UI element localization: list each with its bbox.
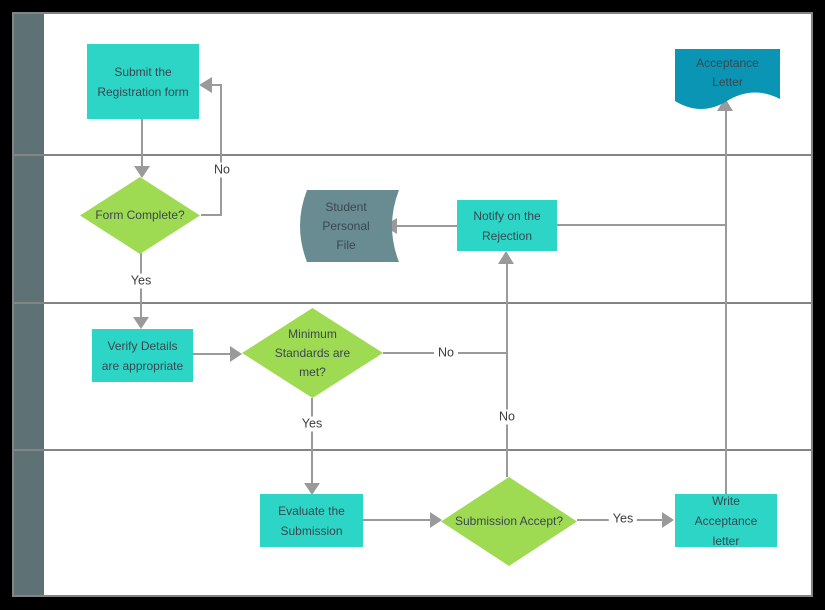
edge-label-yes: Yes [608,511,638,527]
document-shape [675,49,780,109]
node-label: Evaluate the Submission [278,503,345,538]
edge-label-yes: Yes [126,273,156,289]
edge-label-yes: Yes [297,416,327,432]
lane-divider [14,154,811,156]
connector-submit-to-formcomplete [141,119,143,167]
node-minimum-standards-decision[interactable]: Minimum Standards are met? [242,308,383,398]
node-acceptance-letter[interactable]: Acceptance Letter [675,49,780,115]
arrowhead-right [430,512,442,528]
connector-no-to-notify [506,264,508,477]
node-label: Student Personal File [322,199,370,252]
swimlane-header-bar [14,14,44,595]
edge-label-no: No [495,409,519,425]
node-label: Submit the Registration form [97,64,189,99]
connector-write-to-acceptance [725,111,727,495]
node-label: Verify Details are appropriate [101,338,184,373]
node-verify-details[interactable]: Verify Details are appropriate [92,329,193,382]
connector-notify-right-stub [557,224,727,226]
node-label: Acceptance Letter [696,56,759,89]
node-notify-rejection[interactable]: Notify on the Rejection [457,200,557,251]
node-label: Submission Accept? [454,514,564,528]
lane-divider [14,449,811,451]
node-submission-accept-decision[interactable]: Submission Accept? [441,477,577,566]
node-label: Notify on the Rejection [473,208,541,243]
connector-minstandards-yes [311,398,313,484]
connector-evaluate-to-submission [363,519,431,521]
node-student-personal-file[interactable]: Student Personal File [293,190,399,262]
stored-data-shape [300,190,399,262]
arrowhead-right [230,346,242,362]
edge-label-no: No [210,162,234,178]
arrowhead-down [134,166,150,178]
connector-formcomplete-no [201,214,222,216]
arrowhead-up [498,251,514,264]
node-label: Write Acceptance letter [694,493,758,548]
node-evaluate-submission[interactable]: Evaluate the Submission [260,494,363,547]
node-label: Form Complete? [95,208,185,222]
connector-formcomplete-no [220,84,222,216]
edge-label-no: No [434,345,458,361]
node-form-complete-decision[interactable]: Form Complete? [80,177,200,254]
connector-notify-to-studentfile [397,225,457,227]
connector-verify-to-minstandards [193,353,231,355]
arrowhead-down [304,483,320,495]
arrowhead-left [199,77,212,93]
node-write-acceptance-letter[interactable]: Write Acceptance letter [675,494,777,548]
lane-divider [14,302,811,304]
node-label: Minimum Standards are met? [274,326,351,379]
node-submit-registration-form[interactable]: Submit the Registration form [87,44,199,119]
arrowhead-down [133,317,149,329]
connector-formcomplete-no [212,84,222,86]
arrowhead-right [662,512,674,528]
